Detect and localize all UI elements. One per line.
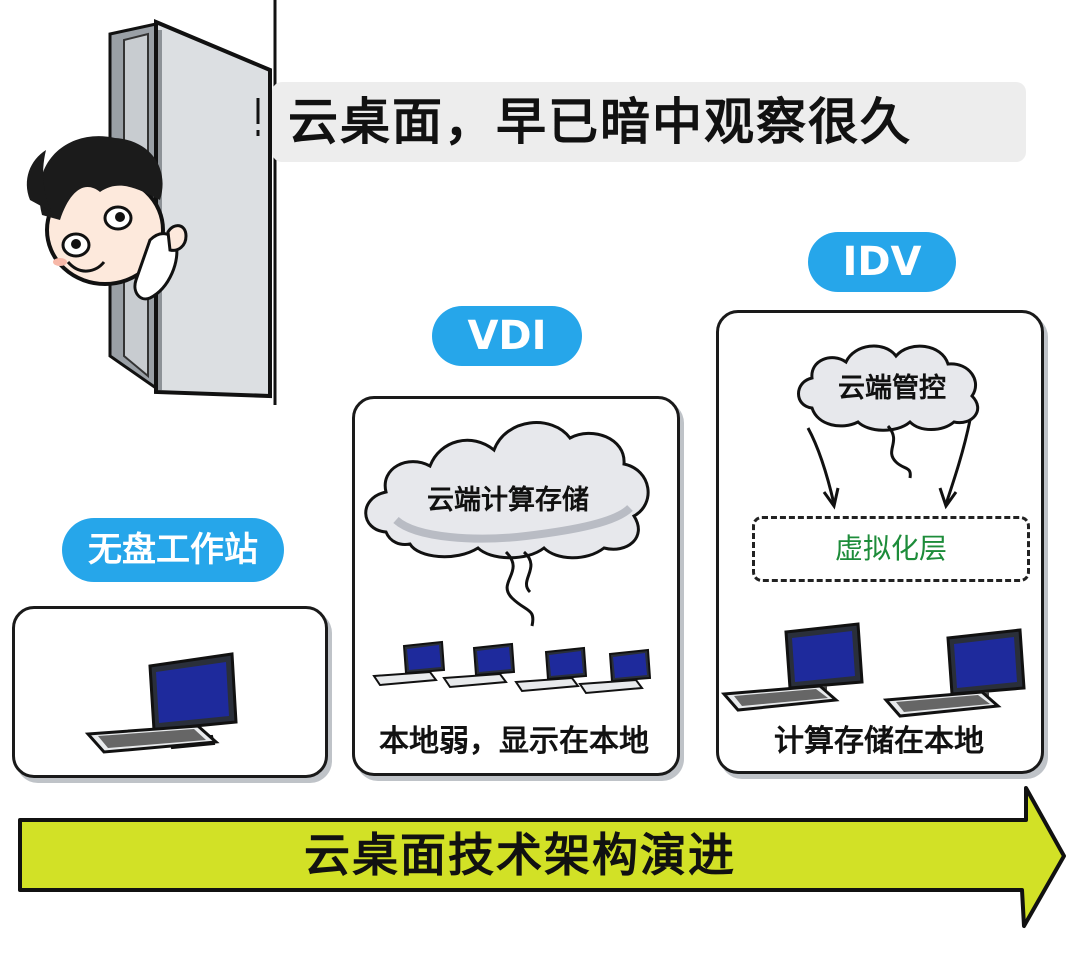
computer-icon [514, 646, 588, 693]
computer-icon [720, 622, 864, 712]
timeline-arrow [18, 786, 1066, 928]
computer-icon [578, 648, 652, 695]
door-illustration [26, 0, 277, 405]
cloud-icon [797, 344, 980, 479]
arrow-icon [806, 419, 972, 510]
idv-caption: 计算存储在本地 [774, 724, 984, 759]
vdi-cloud-label: 云端计算存储 [427, 485, 589, 516]
cloud-icon [364, 421, 650, 627]
computer-icon [442, 642, 516, 689]
headline: 云桌面，早已暗中观察很久 [288, 93, 912, 151]
timeline-label: 云桌面技术架构演进 [304, 828, 736, 882]
computer-icon [372, 640, 446, 687]
virtualization-layer-box [752, 516, 1030, 582]
vdi-caption: 本地弱，显示在本地 [379, 724, 649, 759]
diskless-label: 无盘工作站 [62, 518, 284, 582]
idv-cloud-label: 云端管控 [838, 373, 946, 404]
virtualization-layer-label: 虚拟化层 [834, 532, 947, 565]
vdi-label: VDI [432, 306, 582, 366]
cartoon-man-icon [26, 98, 260, 301]
computer-icon [882, 628, 1026, 718]
idv-label: IDV [808, 232, 956, 292]
computer-icon [84, 652, 238, 754]
thin-clients [372, 640, 652, 695]
headline-banner [272, 82, 1026, 162]
